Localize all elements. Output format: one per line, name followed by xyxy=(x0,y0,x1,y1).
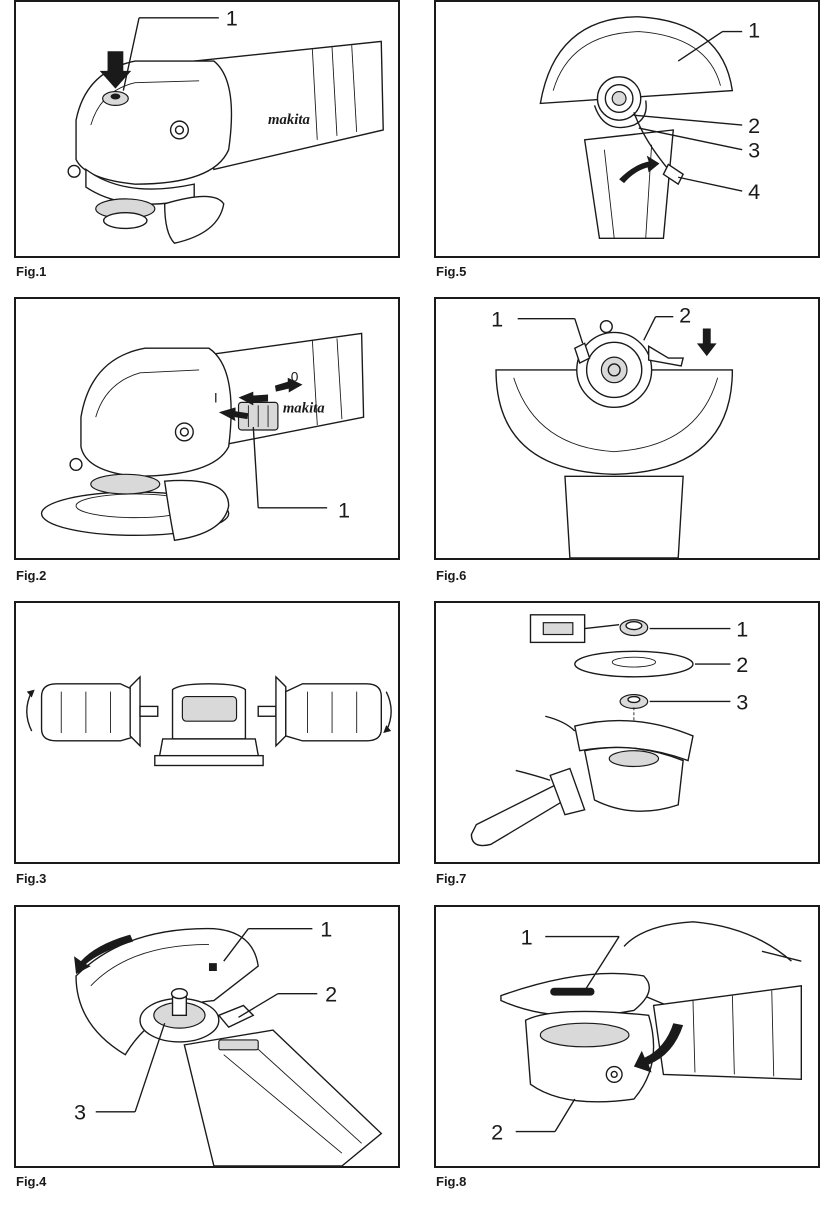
figure-3-illustration xyxy=(26,675,392,767)
figure-3-panel xyxy=(14,601,400,864)
figure-4-illustration: 1 2 3 xyxy=(74,917,383,1166)
figure-2-illustration: I 0 makita 1 xyxy=(40,332,365,542)
brand-logo: makita xyxy=(283,400,325,416)
callout-label: 1 xyxy=(226,6,238,31)
switch-off-mark: 0 xyxy=(291,370,299,385)
figure-8-panel: 1 2 xyxy=(434,905,820,1168)
callout-label: 1 xyxy=(748,17,760,42)
figure-1-illustration: makita 1 xyxy=(67,6,384,244)
figure-caption: Fig.1 xyxy=(16,264,47,279)
callout-label: 1 xyxy=(521,924,533,949)
figure-5-panel: 1 2 3 4 xyxy=(434,0,820,258)
figure-7-illustration: 1 2 3 xyxy=(470,614,748,847)
callout-label: 1 xyxy=(736,616,748,641)
figure-caption: Fig.2 xyxy=(16,568,47,583)
figure-6-illustration: 1 2 xyxy=(491,303,734,558)
callout-label: 2 xyxy=(748,113,760,138)
switch-on-mark: I xyxy=(214,390,218,405)
figure-2-panel: I 0 makita 1 xyxy=(14,297,400,560)
callout-label: 4 xyxy=(748,179,760,204)
figure-1-panel: makita 1 xyxy=(14,0,400,258)
callout-label: 1 xyxy=(320,917,332,942)
callout-label: 1 xyxy=(491,307,503,332)
callout-label: 1 xyxy=(338,498,350,523)
figure-caption: Fig.4 xyxy=(16,1174,47,1189)
figure-caption: Fig.3 xyxy=(16,871,47,886)
figure-5-illustration: 1 2 3 4 xyxy=(539,16,760,239)
figure-caption: Fig.7 xyxy=(436,871,467,886)
brand-logo: makita xyxy=(268,112,310,128)
callout-label: 3 xyxy=(748,138,760,163)
callout-label: 2 xyxy=(736,652,748,677)
callout-label: 2 xyxy=(491,1119,503,1144)
figure-8-illustration: 1 2 xyxy=(491,921,802,1144)
figure-4-panel: 1 2 3 xyxy=(14,905,400,1168)
figure-caption: Fig.6 xyxy=(436,568,467,583)
callout-label: 2 xyxy=(679,303,691,328)
callout-label: 3 xyxy=(736,689,748,714)
figure-caption: Fig.8 xyxy=(436,1174,467,1189)
figure-caption: Fig.5 xyxy=(436,264,467,279)
figure-6-panel: 1 2 xyxy=(434,297,820,560)
callout-label: 3 xyxy=(74,1100,86,1125)
callout-label: 2 xyxy=(325,982,337,1007)
figure-7-panel: 1 2 3 xyxy=(434,601,820,864)
